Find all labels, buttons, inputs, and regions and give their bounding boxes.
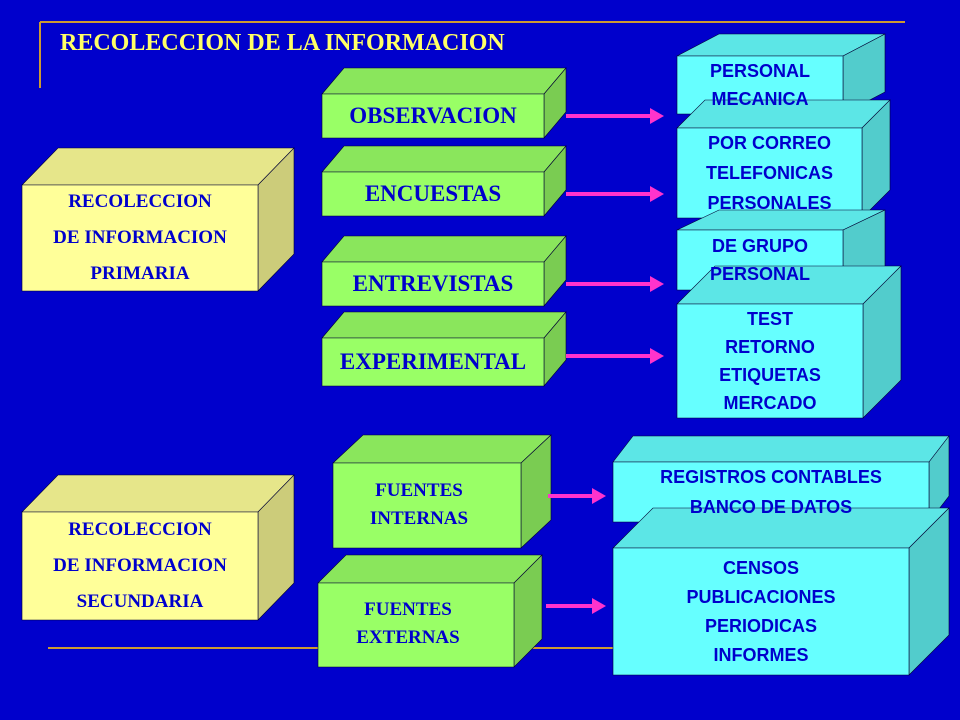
source-type-label-1-line: BANCO DE DATOS xyxy=(689,497,853,517)
source-label-2-line: FUENTES xyxy=(364,599,452,620)
source-arrow-1-head xyxy=(592,488,606,504)
method-type-box-4 xyxy=(676,265,902,419)
method-box-3-front xyxy=(321,261,545,307)
primary-label-line: RECOLECCION xyxy=(68,191,212,212)
method-type-box-2 xyxy=(676,99,891,219)
source-box-2-top xyxy=(317,554,543,584)
source-type-label-2-line: INFORMES xyxy=(713,644,809,665)
method-type-box-4-front xyxy=(676,303,864,419)
method-label-4: EXPERIMENTAL xyxy=(339,349,527,374)
method-label-3: ENTREVISTAS xyxy=(352,271,514,296)
method-type-label-1-line: PERSONAL xyxy=(709,61,810,81)
primary-box-top xyxy=(21,147,295,186)
method-type-label-1-line: MECANICA xyxy=(711,89,809,109)
method-type-label-4-line: RETORNO xyxy=(725,337,815,357)
secondary-box xyxy=(21,474,295,621)
source-label-2: FUENTES EXTERNAS xyxy=(310,585,506,663)
primary-box-front xyxy=(21,184,259,292)
method-box-4-top xyxy=(321,311,567,339)
primary-label-line: DE INFORMACION xyxy=(53,227,227,248)
method-type-label-2-line: TELEFONICAS xyxy=(705,163,833,183)
source-arrow-2 xyxy=(546,598,606,614)
method-label-2: ENCUESTAS xyxy=(364,181,502,206)
method-type-label-4: TEST RETORNO ETIQUETAS MERCADO xyxy=(677,304,863,418)
method-box-2-top xyxy=(321,145,567,173)
primary-box xyxy=(21,147,295,292)
source-type-label-2: CENSOS PUBLICACIONES PERIODICAS INFORMES xyxy=(613,548,909,675)
source-type-label-2-line: PERIODICAS xyxy=(704,615,818,636)
source-type-label-2-line: CENSOS xyxy=(722,557,800,578)
secondary-box-front xyxy=(21,511,259,621)
method-arrow-3 xyxy=(566,276,664,292)
method-box-4-front xyxy=(321,337,545,387)
method-box-1-front xyxy=(321,93,545,139)
source-label-1-line: FUENTES xyxy=(375,479,463,501)
secondary-label-line: RECOLECCION xyxy=(68,519,212,540)
method-box-1 xyxy=(321,67,567,139)
method-type-label-2: POR CORREO TELEFONICAS PERSONALES xyxy=(677,128,862,218)
source-label-1: FUENTES INTERNAS xyxy=(325,465,513,544)
method-arrow-1-head xyxy=(650,108,664,124)
source-type-label-1-line: REGISTROS CONTABLES xyxy=(660,467,882,487)
source-arrow-2-head xyxy=(592,598,606,614)
method-arrow-4-head xyxy=(650,348,664,364)
method-box-3-top xyxy=(321,235,567,263)
source-type-box-2 xyxy=(612,507,950,676)
source-type-label-1: REGISTROS CONTABLES BANCO DE DATOS xyxy=(613,462,929,522)
method-type-label-3-line: PERSONAL xyxy=(709,264,810,284)
secondary-label-line: DE INFORMACION xyxy=(53,555,227,576)
method-type-label-4-line: ETIQUETAS xyxy=(719,365,821,385)
method-type-label-3-line: DE GRUPO xyxy=(711,236,808,256)
method-arrow-2-head xyxy=(650,186,664,202)
method-type-label-2-line: PERSONALES xyxy=(707,193,832,213)
source-box-1-front xyxy=(332,462,522,549)
source-arrow-1 xyxy=(548,488,606,504)
source-type-box-2-front xyxy=(612,547,910,676)
method-arrow-1 xyxy=(566,108,664,124)
method-box-2 xyxy=(321,145,567,217)
method-arrow-4 xyxy=(566,348,664,364)
primary-label: RECOLECCION DE INFORMACION PRIMARIA xyxy=(22,185,258,291)
method-type-label-2-line: POR CORREO xyxy=(707,133,831,153)
source-type-box-1 xyxy=(612,435,950,523)
source-box-2-front xyxy=(317,582,515,668)
source-box-2 xyxy=(317,554,543,668)
method-type-label-1: PERSONAL MECANICA xyxy=(677,56,843,114)
method-type-label-4-line: MERCADO xyxy=(723,393,817,413)
method-box-3 xyxy=(321,235,567,307)
method-type-label-3: DE GRUPO PERSONAL xyxy=(677,230,843,290)
source-box-1-top xyxy=(332,434,552,464)
source-label-1-line: INTERNAS xyxy=(369,507,469,529)
source-type-box-1-top xyxy=(612,435,950,463)
source-label-2-line: EXTERNAS xyxy=(356,627,460,648)
method-box-4 xyxy=(321,311,567,387)
method-box-2-front xyxy=(321,171,545,217)
method-arrow-2 xyxy=(566,186,664,202)
source-box-1 xyxy=(332,434,552,549)
method-box-1-top xyxy=(321,67,567,95)
method-arrow-3-head xyxy=(650,276,664,292)
source-type-label-2-line: PUBLICACIONES xyxy=(686,586,836,607)
secondary-label: RECOLECCION DE INFORMACION SECUNDARIA xyxy=(22,512,258,620)
method-label-1: OBSERVACION xyxy=(349,103,517,128)
method-type-label-4-line: TEST xyxy=(746,309,793,329)
primary-label-line: PRIMARIA xyxy=(90,263,190,284)
page-title: RECOLECCION DE LA INFORMACION xyxy=(60,30,505,56)
secondary-box-top xyxy=(21,474,295,513)
method-type-box-1 xyxy=(676,33,886,115)
secondary-label-line: SECUNDARIA xyxy=(76,591,204,612)
